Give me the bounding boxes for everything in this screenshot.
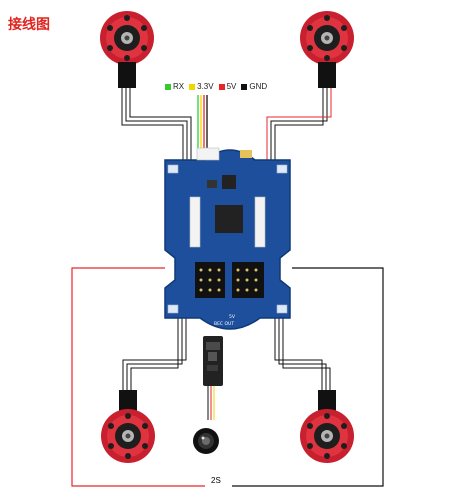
motor-bottom-left [101, 390, 155, 463]
diagram-title: 接线图 [8, 17, 50, 33]
legend-label-gnd: GND [249, 82, 268, 91]
legend-item-gnd: GND [241, 82, 267, 91]
motor-wires-top-left [121, 88, 192, 160]
legend-label-rx: RX [173, 82, 185, 91]
battery-label: 2S [211, 476, 221, 485]
receiver-wires [197, 95, 208, 150]
legend-item-rx: RX [165, 82, 184, 91]
5v-swatch [218, 83, 225, 90]
flight-controller-board: BEC OUT 5V [164, 147, 291, 330]
camera-vtx [193, 336, 223, 454]
gnd-swatch [241, 83, 248, 90]
motor-wires-bottom-right [274, 318, 331, 395]
3v3-swatch [189, 83, 196, 90]
motor-top-left [100, 11, 154, 88]
bec-out-label: BEC OUT [214, 321, 234, 327]
legend-item-5v: 5V [218, 82, 237, 91]
motor-wires-top-right [266, 88, 332, 160]
legend-item-3v3: 3.3V [189, 82, 214, 91]
legend-label-5v: 5V [226, 82, 237, 91]
power-wires [71, 267, 384, 487]
motor-top-right [300, 11, 354, 88]
rx-swatch [165, 83, 171, 90]
bec-5v-label: 5V [229, 314, 236, 320]
motor-bottom-right [300, 390, 354, 463]
legend-label-3v3: 3.3V [197, 82, 214, 91]
wire-legend: RX 3.3V 5V GND [165, 82, 267, 91]
motor-wires-bottom-left [122, 318, 187, 395]
mcu-chip [215, 205, 243, 233]
